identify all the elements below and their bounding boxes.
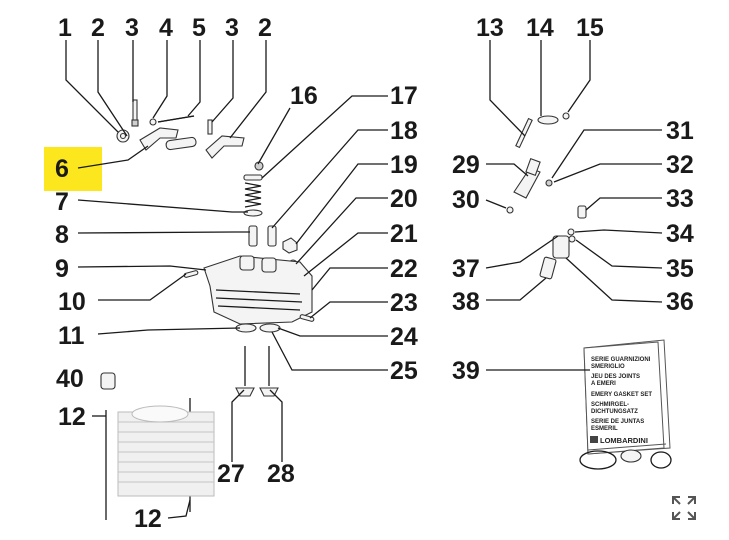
part-label-23[interactable]: 23 — [390, 289, 418, 317]
part-label-40[interactable]: 40 — [56, 365, 84, 393]
highlight-box-part-6 — [44, 147, 102, 191]
part-label-12-b[interactable]: 12 — [134, 505, 162, 533]
part-label-28[interactable]: 28 — [267, 460, 295, 488]
part-label-5[interactable]: 5 — [192, 14, 206, 42]
part-label-19[interactable]: 19 — [390, 151, 418, 179]
cylinder-drawing — [100, 372, 215, 520]
injector-drawing — [506, 112, 587, 280]
part-label-22[interactable]: 22 — [390, 255, 418, 283]
part-label-18[interactable]: 18 — [390, 117, 418, 145]
part-label-14[interactable]: 14 — [526, 14, 554, 42]
gasket-kit-label: SERIE GUARNIZIONI SMERIGLIO JEU DES JOIN… — [591, 357, 652, 445]
part-label-7[interactable]: 7 — [55, 188, 69, 216]
part-label-20[interactable]: 20 — [390, 185, 418, 213]
part-label-1[interactable]: 1 — [58, 14, 72, 42]
kit-line-6: SCHMIRGEL- — [591, 402, 629, 408]
part-label-38[interactable]: 38 — [452, 288, 480, 316]
part-label-29[interactable]: 29 — [452, 151, 480, 179]
part-label-6[interactable]: 6 — [55, 155, 69, 183]
part-label-3-b[interactable]: 3 — [225, 14, 239, 42]
brand-logo-text: LOMBARDINI — [600, 436, 648, 445]
kit-line-4: A EMERI — [591, 381, 616, 387]
part-label-35[interactable]: 35 — [666, 255, 694, 283]
kit-line-5: EMERY GASKET SET — [591, 392, 652, 398]
expand-arrows-glyph — [672, 496, 696, 520]
valves-drawing — [235, 346, 279, 397]
part-label-30[interactable]: 30 — [452, 186, 480, 214]
part-label-2-b[interactable]: 2 — [258, 14, 272, 42]
part-label-9[interactable]: 9 — [55, 255, 69, 283]
rocker-assembly-drawing — [116, 99, 245, 159]
part-label-12[interactable]: 12 — [58, 403, 86, 431]
part-label-17[interactable]: 17 — [390, 82, 418, 110]
part-label-36[interactable]: 36 — [666, 288, 694, 316]
part-number-labels: 1 2 3 4 5 3 2 6 7 8 9 10 11 40 12 12 16 … — [55, 14, 694, 533]
part-label-3[interactable]: 3 — [125, 14, 139, 42]
part-label-37[interactable]: 37 — [452, 255, 480, 283]
part-label-16[interactable]: 16 — [290, 82, 318, 110]
part-label-24[interactable]: 24 — [390, 323, 418, 351]
cylinder-head-drawing — [183, 255, 315, 333]
part-label-4[interactable]: 4 — [159, 14, 173, 42]
part-label-32[interactable]: 32 — [666, 151, 694, 179]
part-label-2[interactable]: 2 — [91, 14, 105, 42]
kit-line-1: SERIE GUARNIZIONI — [591, 357, 651, 363]
leader-lines — [65, 40, 663, 519]
part-label-33[interactable]: 33 — [666, 185, 694, 213]
part-label-21[interactable]: 21 — [390, 220, 418, 248]
part-label-25[interactable]: 25 — [390, 357, 418, 385]
kit-line-2: SMERIGLIO — [591, 364, 625, 370]
kit-line-3: JEU DES JOINTS — [591, 374, 640, 380]
kit-line-7: DICHTUNGSATZ — [591, 409, 638, 415]
part-label-34[interactable]: 34 — [666, 220, 694, 248]
part-label-8[interactable]: 8 — [55, 221, 69, 249]
kit-line-9: ESMERIL — [591, 426, 618, 432]
part-label-27[interactable]: 27 — [217, 460, 245, 488]
kit-line-8: SERIE DE JUNTAS — [591, 419, 644, 425]
part-label-10[interactable]: 10 — [58, 288, 86, 316]
part-label-15[interactable]: 15 — [576, 14, 604, 42]
part-label-13[interactable]: 13 — [476, 14, 504, 42]
part-label-11[interactable]: 11 — [58, 322, 85, 350]
gasket-kit-drawing — [579, 339, 672, 470]
part-label-39[interactable]: 39 — [452, 357, 480, 385]
expand-arrows-icon[interactable] — [668, 492, 700, 524]
part-label-31[interactable]: 31 — [666, 117, 694, 145]
